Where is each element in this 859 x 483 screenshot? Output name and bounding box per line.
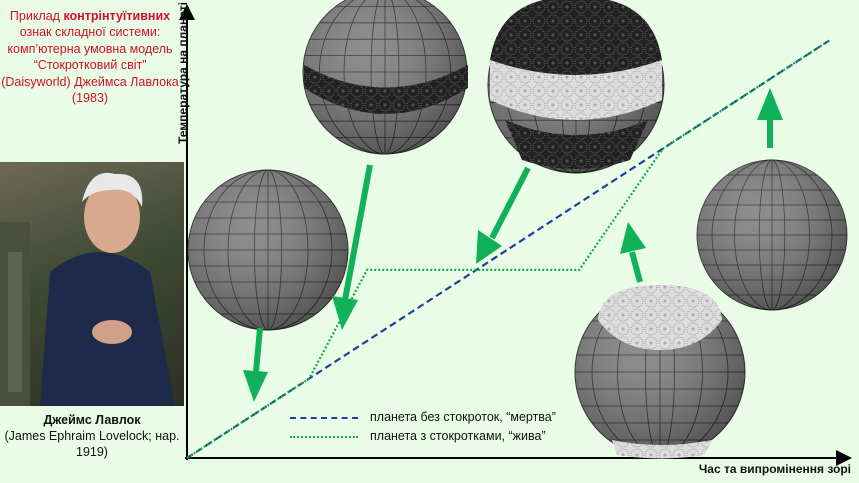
planet-dark-band xyxy=(303,0,468,154)
caption-text: ознак складної системи: комп’ютерна умов… xyxy=(1,25,179,106)
x-axis-label: Час та випромінення зорі xyxy=(698,462,851,476)
legend-alive: планета з стокротками, “жива” xyxy=(290,429,546,443)
planet-plain-right xyxy=(697,160,847,310)
arrow-4 xyxy=(629,251,643,283)
green-arrows xyxy=(243,88,783,402)
person-caption: Джеймс Лавлок (James Ephraim Lovelock; на… xyxy=(0,412,184,460)
legend-alive-label: планета з стокротками, “жива” xyxy=(370,429,546,443)
lovelock-photo xyxy=(0,162,184,406)
caption-prefix: Приклад xyxy=(9,9,64,23)
caption-highlight: контрінтуїтивних xyxy=(63,9,171,23)
arrow-2 xyxy=(253,327,263,373)
arrow-3 xyxy=(489,166,531,240)
series-dead-line xyxy=(186,39,831,459)
slide-caption: контрінтуїтивнихПриклад контрінтуїтивних… xyxy=(0,8,180,106)
person-details: (James Ephraim Lovelock; нар. 1919) xyxy=(4,429,180,459)
legend-dead: планета без стокроток, “мертва” xyxy=(290,410,556,424)
legend-dotted-swatch xyxy=(290,435,358,438)
planet-plain-left xyxy=(188,170,348,330)
legend-dashed-swatch xyxy=(290,416,358,419)
legend-dead-label: планета без стокроток, “мертва” xyxy=(370,410,556,424)
y-axis-label: Температура на планеті xyxy=(176,2,190,144)
series-alive-line xyxy=(186,39,831,459)
arrow-1 xyxy=(342,164,373,301)
planet-white-caps xyxy=(575,285,745,459)
planet-dark-white-dark xyxy=(488,0,664,173)
person-name: Джеймс Лавлок xyxy=(43,413,141,427)
